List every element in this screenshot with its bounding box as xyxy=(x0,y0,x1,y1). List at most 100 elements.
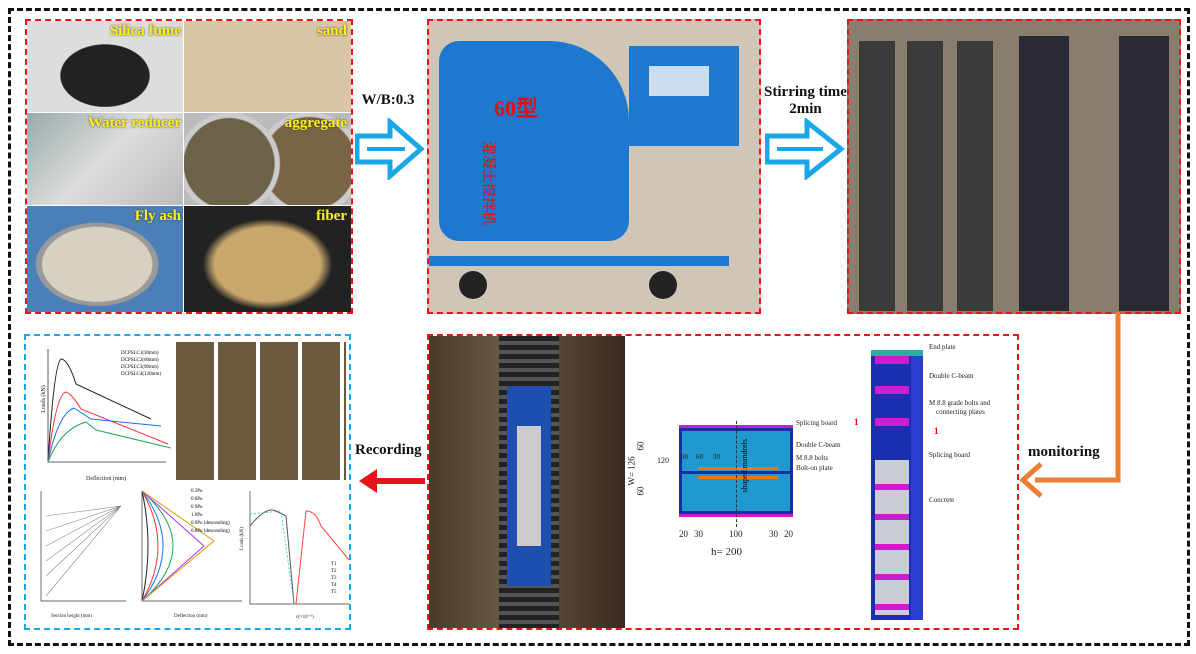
dim-60: 60 xyxy=(696,453,703,461)
column-section-mark: 1 xyxy=(934,426,939,436)
mixer-frame xyxy=(429,256,729,266)
concrete-label: Concrete xyxy=(929,496,955,504)
chart1-ylabel: Loads (kN) xyxy=(40,385,47,413)
mixer-control-box xyxy=(629,46,739,146)
double-c-beam-label: Double C-beam xyxy=(796,441,841,449)
legend-item: 0.8Pu (descending) xyxy=(191,529,230,534)
series-dcpslc1 xyxy=(47,358,152,463)
fiber-label: fiber xyxy=(316,208,347,224)
legend-item: DCPSLC4(120mm) xyxy=(121,372,162,377)
series-dcpslc2 xyxy=(47,391,169,463)
cross-section: shaped mandrels xyxy=(679,421,793,527)
dim-100: 100 xyxy=(729,529,743,539)
water-reducer-photo: Water reducer xyxy=(27,113,183,205)
dim-60-top: 60 xyxy=(635,441,646,451)
end-plate-label: End plate xyxy=(929,343,956,351)
shaped-mandrels-label: shaped mandrels xyxy=(740,439,749,493)
load-strain-chart xyxy=(249,491,349,605)
legend-item: T4 xyxy=(331,583,337,588)
mixer-model-label: 60型 xyxy=(494,96,539,121)
stirring-time-line2: 2min xyxy=(789,101,822,117)
section-mark: 1 xyxy=(854,417,859,427)
bolt-on-plate-label: Bolt-on plate xyxy=(796,464,833,472)
dim-30: 30 xyxy=(713,453,720,461)
wb-ratio-label: W/B:0.3 xyxy=(361,92,415,108)
dim-20-right: 20 xyxy=(784,529,793,539)
fly-ash-label: Fly ash xyxy=(134,208,181,224)
series-dcpslc4 xyxy=(47,421,171,463)
dim-60-bottom: 60 xyxy=(635,486,646,496)
test-rig-photo xyxy=(429,336,625,628)
wheel xyxy=(649,271,677,299)
dim-120: 120 xyxy=(657,456,669,465)
chart1-legend: DCPSLC1(30mm) DCPSLC2(60mm) DCPSLC3(90mm… xyxy=(121,350,161,378)
dim-h: h= 200 xyxy=(711,546,742,558)
specimen-column xyxy=(957,41,993,311)
dim-30-left: 30 xyxy=(694,529,703,539)
legend-item: T5 xyxy=(331,590,337,595)
bolts-label-line2: connecting plates xyxy=(936,408,985,416)
legend-item: T3 xyxy=(331,576,337,581)
instrumented-column xyxy=(1119,36,1169,311)
materials-panel: Silica fume sand Water reducer aggregate… xyxy=(25,19,353,314)
dim-20-left: 20 xyxy=(679,529,688,539)
dim-30-right: 30 xyxy=(769,529,778,539)
water-reducer-label: Water reducer xyxy=(87,115,181,131)
results-panel: Deflection (mm) Loads (kN) DCPSLC1(30mm)… xyxy=(24,334,351,630)
legend-item: 0.3Pu xyxy=(191,489,203,494)
specimen-column xyxy=(859,41,895,311)
chart4-ylabel: Loads (kN) xyxy=(239,527,245,550)
column-double-c-beam-label: Double C-beam xyxy=(929,372,974,380)
red-arrow-icon xyxy=(359,469,425,493)
mixer-drum: 60型 混凝土搅拌机 xyxy=(439,41,629,241)
legend-item: 0.9Pu xyxy=(191,505,203,510)
chart1-xlabel: Deflection (mm) xyxy=(86,476,127,482)
mixer-panel: 60型 混凝土搅拌机 xyxy=(427,19,761,314)
dim-w: W= 126 xyxy=(626,456,637,486)
aggregate-label: aggregate xyxy=(284,115,347,131)
stirring-time-line1: Stirring time xyxy=(764,84,847,100)
monitoring-label: monitoring xyxy=(1028,444,1100,460)
legend-item: 0.9Pu (descending) xyxy=(191,521,230,526)
dim-90: 90 xyxy=(681,453,688,461)
deflection-profile-chart xyxy=(141,490,242,602)
chart2-xlabel: Section height (mm) xyxy=(51,614,93,619)
recording-label: Recording xyxy=(355,442,422,458)
splicing-board-label: Splicing board xyxy=(796,419,838,427)
instrumented-column xyxy=(1019,36,1069,311)
legend-item: DCPSLC2(60mm) xyxy=(121,358,159,363)
failure-photos xyxy=(176,342,346,480)
chart3-xlabel: Deflection (mm) xyxy=(174,614,208,619)
wheel xyxy=(459,271,487,299)
legend-item: DCPSLC3(90mm) xyxy=(121,365,159,370)
chart3-legend: 0.3Pu 0.6Pu 0.9Pu 1.0Pu 0.9Pu (descending) 0.… xyxy=(191,488,230,536)
figure-border xyxy=(8,8,1190,646)
aggregate-photo: aggregate xyxy=(184,113,351,205)
silica-fume-label: Silica fume xyxy=(109,23,181,39)
test-setup-panel: shaped mandrels Splicing board Double C-… xyxy=(427,334,1019,630)
fly-ash-photo: Fly ash xyxy=(27,206,183,312)
strain-distribution-chart xyxy=(40,491,126,602)
silica-fume-photo: Silica fume xyxy=(27,21,183,112)
legend-item: T2 xyxy=(331,569,337,574)
blue-arrow-icon xyxy=(355,118,425,180)
bolts-label-line1: M 8.8 grade bolts and xyxy=(929,399,991,407)
column-model xyxy=(871,350,923,620)
series-dcpslc3 xyxy=(47,407,162,463)
sand-photo: sand xyxy=(184,21,351,112)
fiber-photo: fiber xyxy=(184,206,351,312)
mixer-name-label: 混凝土搅拌机 xyxy=(480,141,495,225)
specimen-column xyxy=(907,41,943,311)
legend-item: 0.6Pu xyxy=(191,497,203,502)
legend-item: DCPSLC1(30mm) xyxy=(121,351,159,356)
column-splicing-board-label: Splicing board xyxy=(929,451,971,459)
specimens-panel xyxy=(847,19,1181,314)
legend-item: 1.0Pu xyxy=(191,513,203,518)
load-deflection-chart xyxy=(47,349,171,463)
orange-arrow-icon xyxy=(1019,312,1121,498)
sand-label: sand xyxy=(316,23,347,39)
blue-arrow-icon xyxy=(765,118,845,180)
m88-bolts-label: M 8.8 bolts xyxy=(796,454,829,462)
